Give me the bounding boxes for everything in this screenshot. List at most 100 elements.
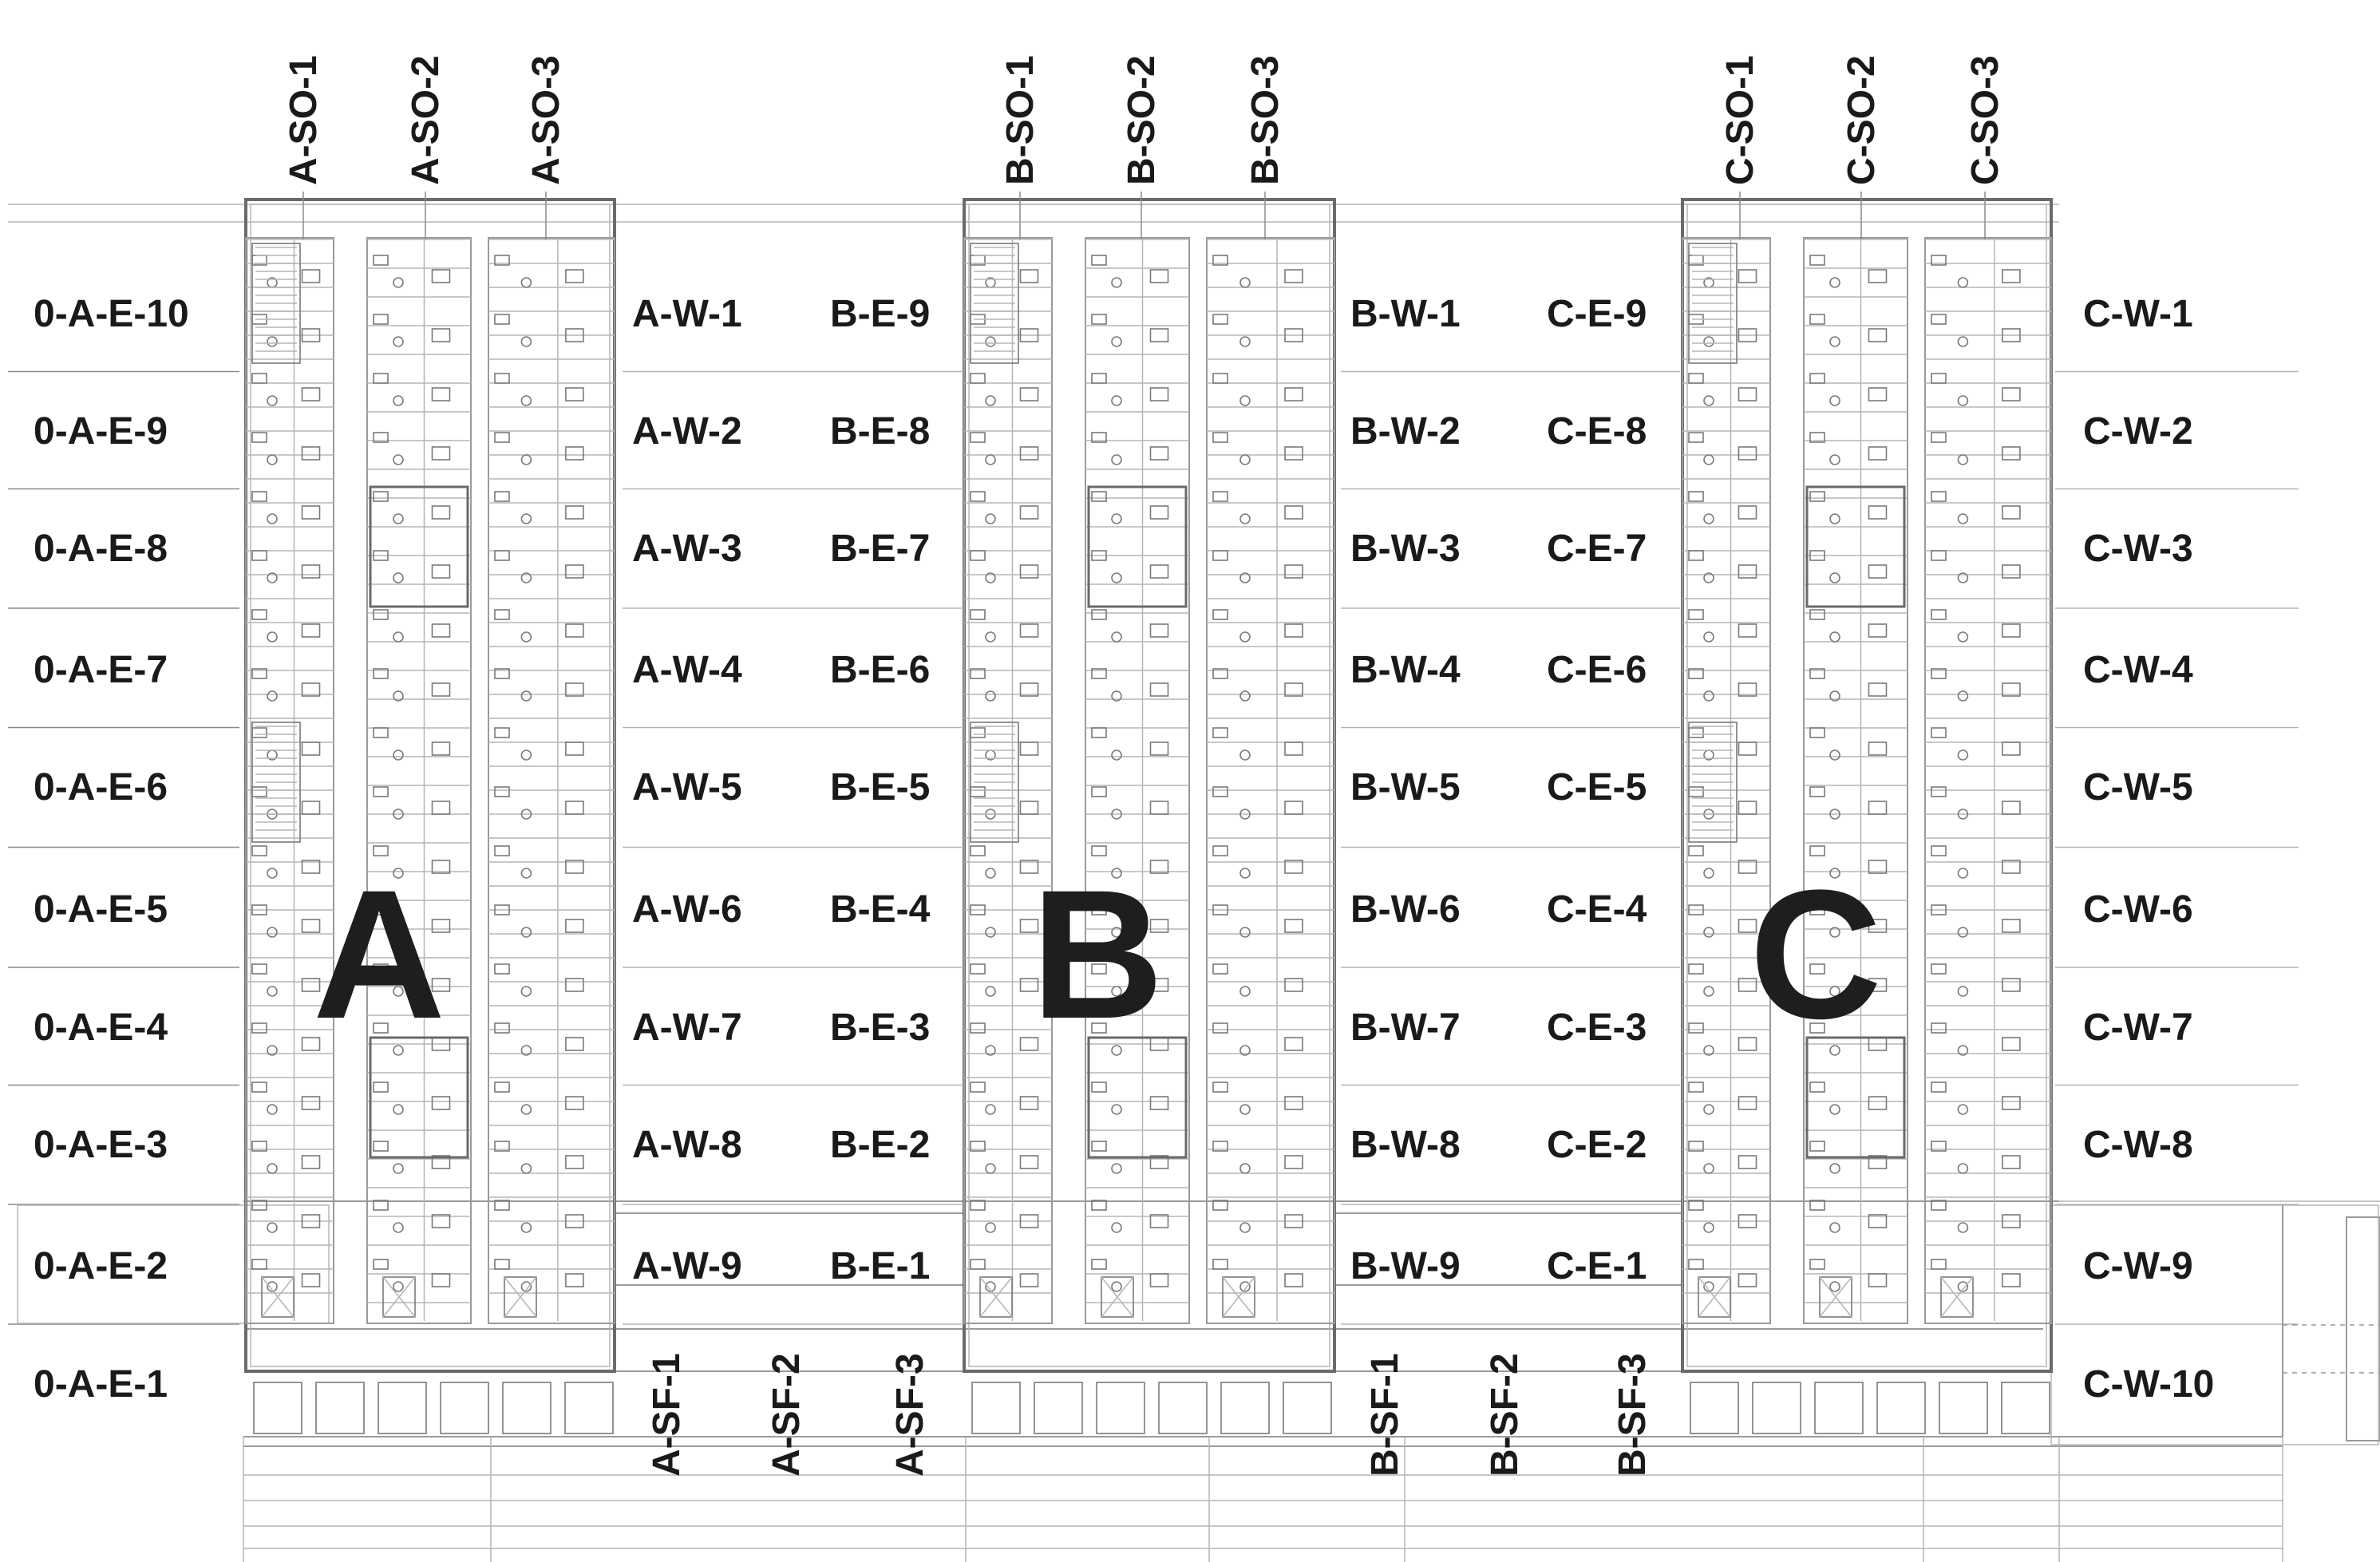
fixture [431,860,451,874]
fixture [520,1222,532,1233]
fixture [1284,564,1303,579]
fixture [1931,668,1947,679]
fixture [494,904,510,915]
lower-room [971,1382,1021,1434]
row-label-east: C-E-1 [1547,1245,1647,1287]
bottom-axis-label: B-SF-1 [1364,1353,1406,1477]
row-label-west: B-W-2 [1350,410,1461,453]
fixture [1091,1141,1107,1152]
fixture [1212,491,1228,502]
elevator-shaft [1222,1276,1255,1318]
fixture [1019,741,1039,756]
elevator-shaft [504,1276,537,1318]
fixture [1111,749,1122,761]
fixture [1212,1141,1228,1152]
fixture [1931,255,1947,266]
fixture [1868,1096,1888,1110]
fixture [301,801,321,815]
lower-room [2001,1382,2050,1434]
fixture [985,927,996,938]
fixture [1239,1163,1251,1174]
fixture [494,314,510,325]
fixture [494,432,510,443]
fixture [985,1045,996,1056]
fixture [1931,609,1947,620]
fixture [1703,336,1714,347]
fixture [1284,919,1303,933]
fixture [565,978,584,992]
fixture [1284,1096,1303,1110]
fixture [1868,446,1888,461]
fixture [431,623,451,638]
fixture [1931,314,1947,325]
fixture [373,432,389,443]
top-axis-label: A-SO-2 [405,55,447,185]
fixture [251,727,267,738]
fixture [1809,727,1825,738]
fixture [1212,255,1228,266]
lower-room [440,1382,489,1434]
fixture [1149,919,1169,933]
fixture [1688,845,1704,856]
fixture [2002,741,2021,756]
fixture [1809,668,1825,679]
fixture [431,564,451,579]
fixture [970,1200,986,1211]
fixture [1931,904,1947,915]
fixture [1868,505,1888,520]
fixture [494,1200,510,1211]
row-label-east: 0-A-E-1 [34,1363,168,1406]
fixture [393,1163,404,1174]
fixture [251,786,267,797]
fixture [985,631,996,643]
row-label-west: A-W-3 [632,528,742,570]
row-label-east: 0-A-E-3 [34,1124,168,1166]
bottom-axis-label: A-SF-2 [765,1353,808,1477]
fixture [565,860,584,874]
fixture [1149,1214,1169,1228]
fixture [1931,1082,1947,1093]
fixture [1212,373,1228,384]
fixture [1868,1155,1888,1169]
row-label-east: B-E-3 [830,1006,930,1049]
fixture [1149,1273,1169,1287]
fixture [1931,845,1947,856]
fixture [373,1082,389,1093]
fixture [970,845,986,856]
fixture [1212,904,1228,915]
annex-outline [2346,1216,2380,1441]
row-label-west: C-W-8 [2083,1124,2193,1166]
fixture [1239,513,1251,524]
fixture [1829,336,1840,347]
fixture [1111,1104,1122,1115]
fixture [1019,801,1039,815]
fixture [1829,513,1840,524]
fixture [1931,1022,1947,1034]
fixture [1091,786,1107,797]
fixture [301,919,321,933]
fixture [1212,550,1228,561]
fixture [1212,314,1228,325]
row-label-west: C-W-1 [2083,293,2193,335]
fixture [1091,963,1107,975]
fixture [1688,963,1704,975]
fixture [1738,623,1757,638]
fixture [1111,1281,1122,1292]
fixture [1809,609,1825,620]
lower-room [378,1382,427,1434]
fixture [267,868,278,879]
elevator-shaft [382,1276,416,1318]
fixture [373,255,389,266]
building-inner-wall [250,204,611,1367]
fixture [393,749,404,761]
row-label-west: B-W-8 [1350,1124,1461,1166]
fixture [1019,387,1039,401]
fixture [267,1045,278,1056]
row-label-east: 0-A-E-8 [34,528,168,570]
building-letter: C [1749,852,1882,1057]
fixture [1738,328,1757,342]
fixture [373,609,389,620]
row-label-east: 0-A-E-9 [34,410,168,453]
fixture [970,373,986,384]
row-label-west: C-W-5 [2083,766,2193,809]
